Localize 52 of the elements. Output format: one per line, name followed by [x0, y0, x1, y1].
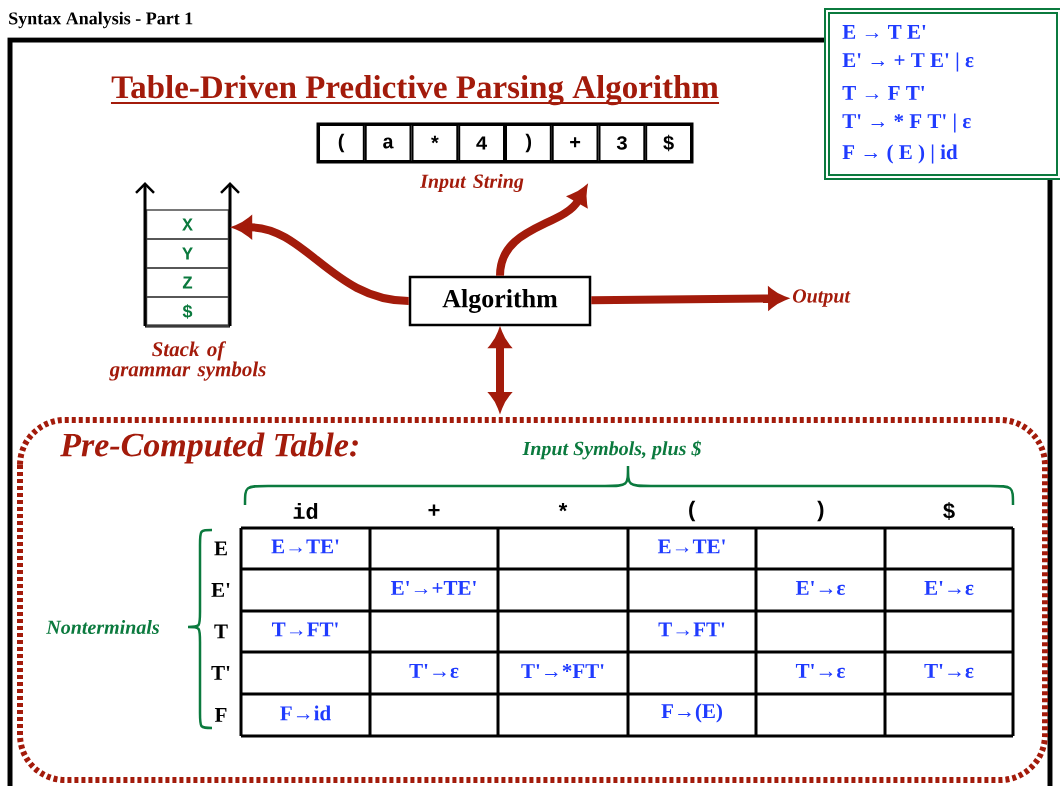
row-header: E' — [211, 583, 230, 597]
stack-cell: Y — [145, 238, 230, 269]
slide-heading: Syntax Analysis - Part 1 — [9, 11, 193, 29]
grammar-rule: E' → + T E' | ε — [842, 52, 974, 72]
stack-cell: X — [145, 209, 230, 240]
table-cell: T→FT' — [272, 622, 338, 637]
region-title: Pre-Computed Table: — [60, 432, 358, 464]
column-header: ( — [689, 500, 696, 522]
column-header: id — [293, 502, 318, 520]
tape-cell: 4 — [458, 124, 505, 162]
tape-cell: 3 — [598, 124, 646, 162]
row-header: F — [214, 708, 227, 722]
axis-caption: Nonterminals — [46, 619, 160, 635]
node-label: Stack of grammar symbols — [109, 341, 266, 381]
column-header: + — [428, 504, 440, 516]
tape-cell: a — [364, 124, 412, 162]
stack-cell: $ — [145, 296, 230, 327]
tape-cell: + — [551, 124, 599, 162]
column-header: $ — [943, 502, 955, 520]
grammar-rule: T → F T' — [842, 86, 925, 100]
axis-caption: Input Symbols, plus $ — [522, 440, 702, 460]
table-cell: T→FT' — [658, 622, 725, 637]
table-cell: E'→ε — [924, 581, 974, 595]
tape-cell: * — [411, 124, 459, 162]
tape-cell: ) — [505, 124, 552, 162]
arrow — [496, 186, 588, 277]
output-text: Output — [792, 289, 851, 307]
stack-cell: Z — [145, 267, 230, 298]
table-cell: T'→ε — [924, 664, 974, 678]
row-header: T — [214, 624, 228, 639]
table-cell: E→TE' — [271, 539, 339, 554]
table-cell: F→id — [280, 705, 331, 721]
process-box: Algorithm — [408, 275, 592, 327]
node-label: Input String — [419, 173, 524, 193]
column-header: ) — [817, 500, 824, 522]
dotted-region — [17, 417, 1048, 783]
column-header: * — [558, 503, 568, 512]
table-cell: E'→ε — [795, 581, 845, 595]
table-cell: F→(E) — [661, 703, 722, 723]
title: Table-Driven Predictive Parsing Algorithm — [109, 75, 721, 106]
table-cell: E→TE' — [657, 539, 725, 554]
grammar-rule: F → ( E ) | id — [842, 144, 958, 164]
table-cell: E'→+TE' — [391, 581, 476, 595]
row-header: T' — [211, 666, 230, 680]
tape-cell: $ — [645, 124, 692, 162]
table-cell: T'→ε — [795, 664, 845, 678]
table-cell: T'→*FT' — [521, 664, 604, 678]
grammar-rule: T' → * F T' | ε — [842, 113, 971, 133]
table-cell: T'→ε — [409, 664, 459, 678]
row-header: E — [214, 541, 227, 556]
tape-cell: ( — [318, 124, 365, 162]
grammar-rule: E → T E' — [842, 25, 926, 39]
